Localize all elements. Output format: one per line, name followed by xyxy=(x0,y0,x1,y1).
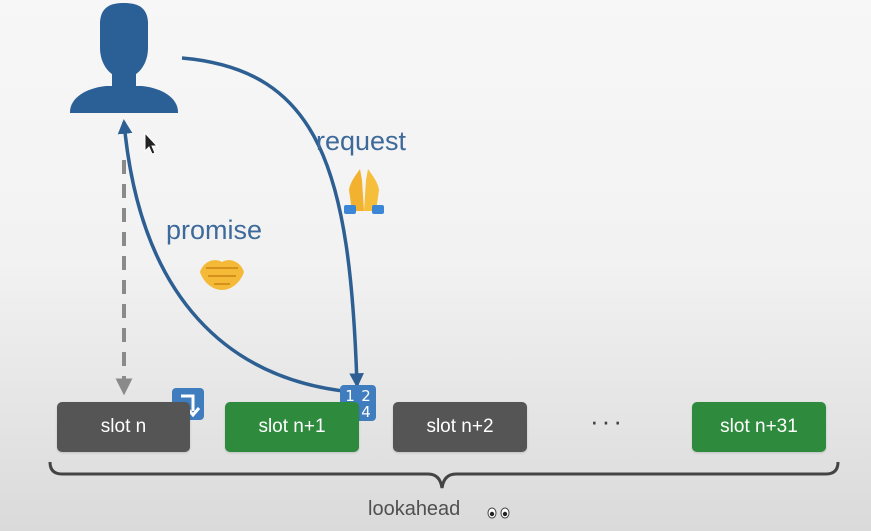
lookahead-label: lookahead xyxy=(368,498,461,520)
promise-label: promise xyxy=(166,215,263,245)
promise-arrow xyxy=(117,119,353,394)
folded-hands-icon xyxy=(344,169,384,214)
number-1: 1 xyxy=(345,387,355,405)
slot-n: slot n xyxy=(57,402,190,452)
number-4: 4 xyxy=(361,403,371,421)
number-2: 2 xyxy=(361,387,371,405)
eyes-icon xyxy=(487,507,510,519)
slot-n-plus-31: slot n+31 xyxy=(692,402,826,452)
person-icon xyxy=(70,3,178,113)
request-label: request xyxy=(316,126,407,156)
cursor-icon xyxy=(144,131,159,155)
lookahead-brace xyxy=(48,461,840,489)
slot-n-plus-2: slot n+2 xyxy=(393,402,527,452)
request-arrow xyxy=(181,56,364,388)
handshake-icon xyxy=(200,260,244,290)
slot-n-plus-1: slot n+1 xyxy=(225,402,359,452)
ellipsis: ··· xyxy=(590,406,625,436)
